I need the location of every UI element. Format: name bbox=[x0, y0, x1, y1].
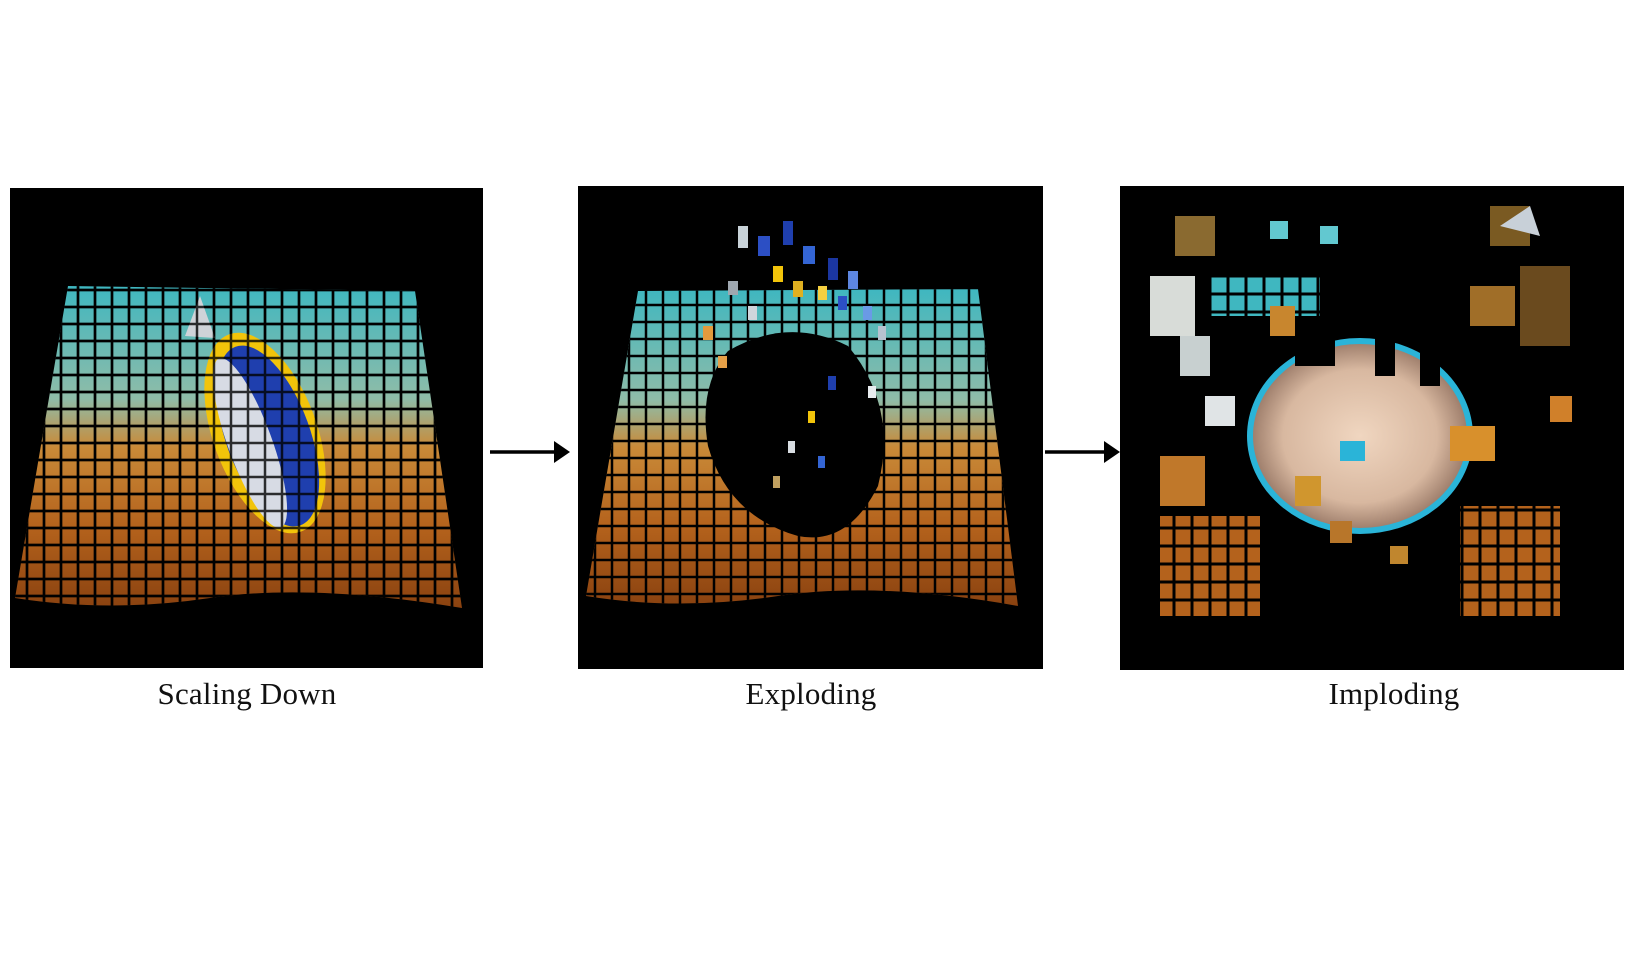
right-arrow-icon bbox=[1045, 437, 1120, 467]
imploding-image bbox=[1120, 186, 1624, 670]
caption-scaling-down: Scaling Down bbox=[157, 676, 337, 711]
imploding-mosaic bbox=[1150, 206, 1572, 616]
caption-exploding: Exploding bbox=[745, 676, 877, 711]
exploding-image bbox=[578, 186, 1043, 669]
caption-imploding: Imploding bbox=[1328, 676, 1460, 711]
right-arrow-icon bbox=[490, 437, 570, 467]
exploding-mosaic bbox=[586, 221, 1018, 606]
scaling-down-image bbox=[10, 188, 483, 668]
scaling-down-mosaic bbox=[15, 286, 462, 608]
